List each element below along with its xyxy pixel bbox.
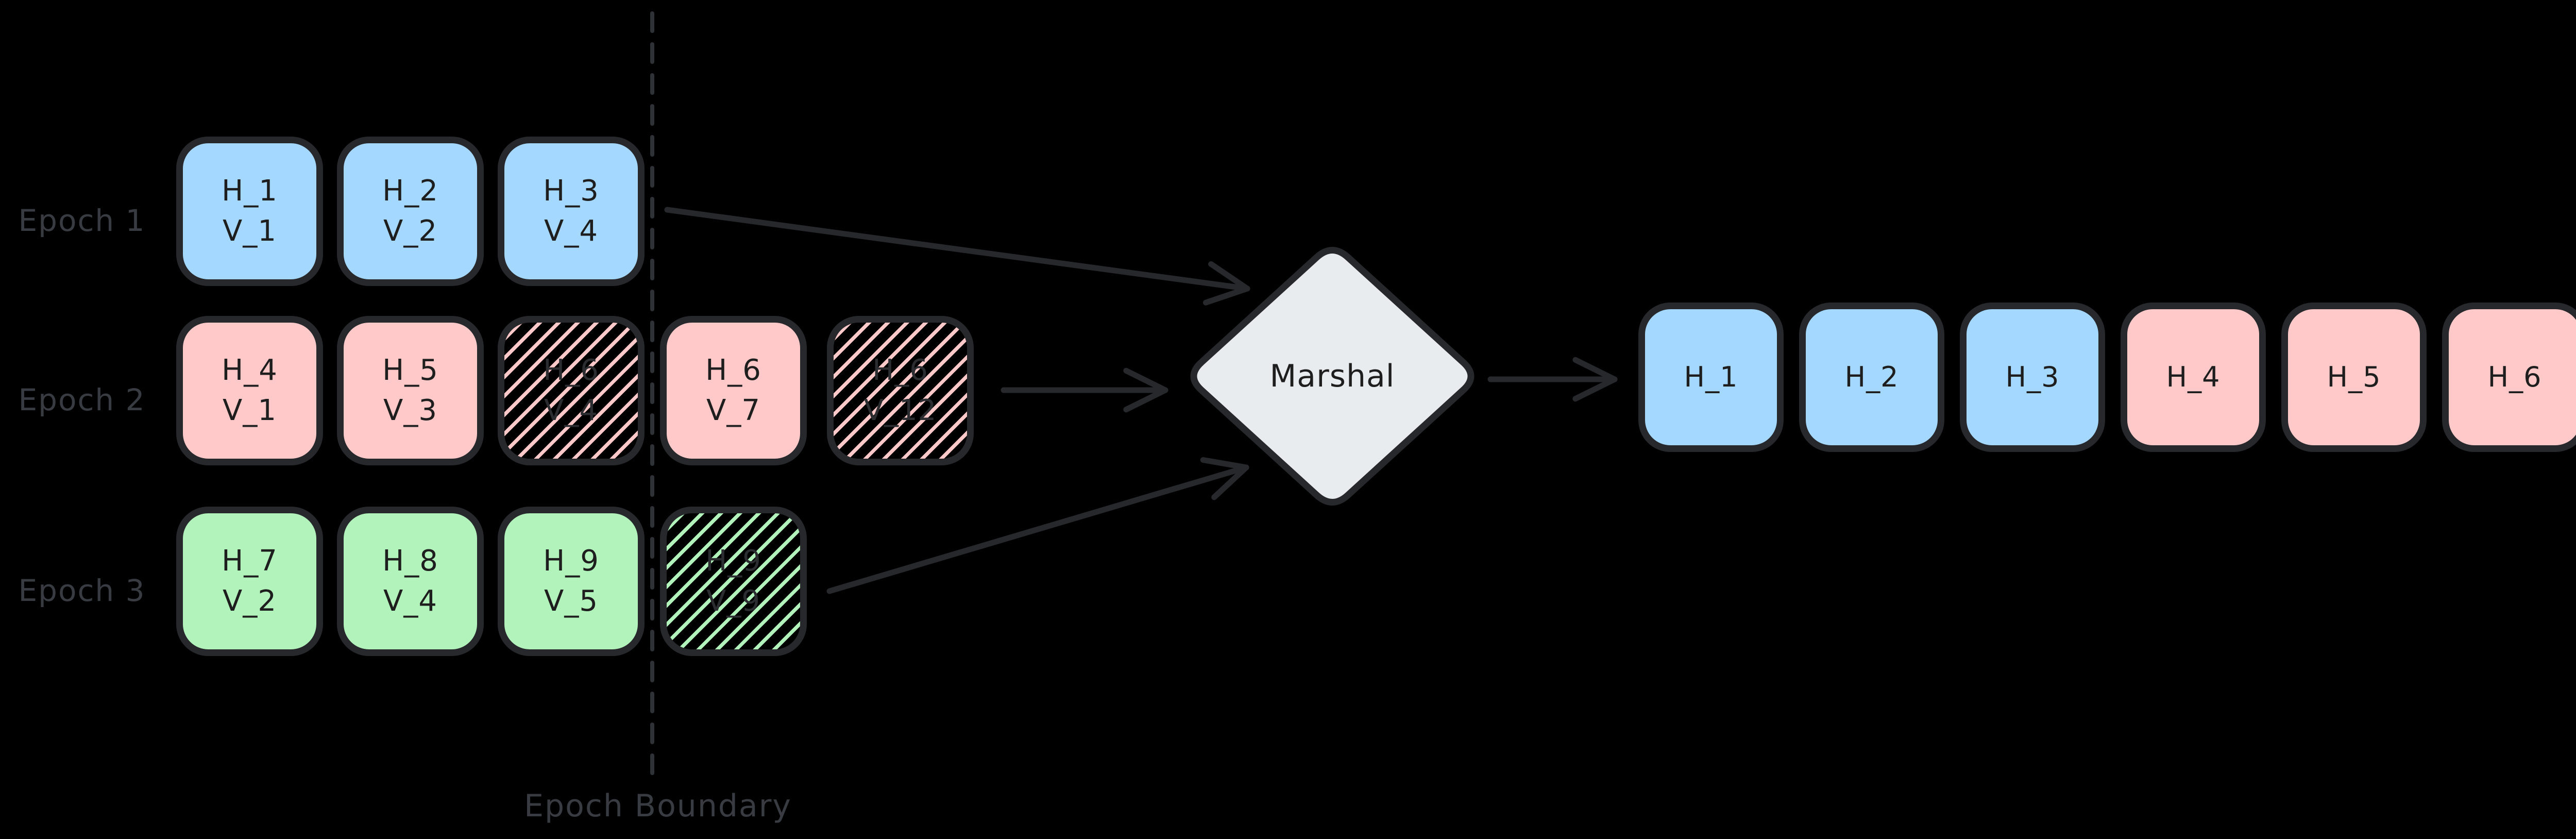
box-line-h: H_5	[382, 354, 438, 387]
box-line-h: H_1	[222, 174, 278, 208]
output-box: H_2	[1799, 303, 1944, 452]
output-box-label: H_4	[2166, 361, 2221, 393]
epoch-boundary-label: Epoch Boundary	[524, 788, 792, 824]
output-box: H_4	[2121, 303, 2266, 452]
arrow-epoch2-to-marshal-head-0	[1123, 367, 1168, 393]
epoch-row-label: Epoch 2	[18, 382, 146, 417]
epoch-row-label: Epoch 1	[18, 203, 146, 238]
arrow-epoch3-to-marshal-head-0	[1200, 457, 1249, 471]
box-line-v: V_5	[544, 584, 598, 618]
arrow-epoch1-to-marshal-head-0	[1208, 261, 1250, 292]
arrow-marshal-to-output-head-1	[1572, 376, 1618, 402]
box-line-v: V_4	[544, 394, 598, 427]
box-line-h: H_9	[705, 544, 761, 578]
output-box-label: H_1	[1684, 361, 1738, 393]
marshal-node-label: Marshal	[1269, 358, 1395, 394]
box-line-v: V_12	[863, 394, 937, 427]
output-box-label: H_5	[2327, 361, 2381, 393]
box-line-h: H_6	[872, 354, 928, 387]
box-line-h: H_6	[543, 354, 599, 387]
arrow-epoch1-to-marshal-shaft	[664, 207, 1250, 292]
arrow-epoch2-to-marshal-head-1	[1123, 387, 1168, 413]
box-line-h: H_6	[705, 354, 761, 387]
box-line-h: H_2	[382, 174, 438, 208]
box-line-v: V_2	[383, 214, 437, 248]
output-box-label: H_2	[1844, 361, 1899, 393]
marshal-diamond	[1190, 247, 1475, 506]
arrow-epoch3-to-marshal-head-1	[1211, 464, 1249, 500]
arrow-marshal-to-output	[1487, 357, 1618, 402]
arrow-epoch1-to-marshal-head-1	[1202, 286, 1250, 306]
box-line-v: V_1	[223, 214, 277, 248]
box-line-h: H_8	[382, 544, 438, 578]
box-line-v: V_9	[706, 584, 760, 618]
box-line-v: V_7	[706, 394, 760, 427]
box-line-h: H_9	[543, 544, 599, 578]
box-line-v: V_4	[383, 584, 437, 618]
box-line-h: H_4	[222, 354, 278, 387]
arrow-epoch3-to-marshal	[826, 457, 1249, 594]
arrow-epoch2-to-marshal	[1001, 367, 1168, 413]
epoch-row-label: Epoch 3	[18, 573, 146, 608]
output-box-label: H_3	[2005, 361, 2060, 393]
output-box: H_6	[2442, 303, 2576, 452]
box-line-h: H_7	[222, 544, 278, 578]
box-line-v: V_1	[223, 394, 277, 427]
box-line-h: H_3	[543, 174, 599, 208]
box-line-v: V_4	[544, 214, 598, 248]
arrow-epoch3-to-marshal-shaft	[826, 464, 1249, 594]
box-line-v: V_2	[223, 584, 277, 618]
box-line-v: V_3	[383, 394, 437, 427]
output-box: H_1	[1638, 303, 1784, 452]
output-box: H_3	[1960, 303, 2105, 452]
output-box: H_5	[2281, 303, 2427, 452]
output-box-label: H_6	[2487, 361, 2542, 393]
arrow-marshal-to-output-head-0	[1572, 357, 1618, 382]
arrow-epoch1-to-marshal	[664, 207, 1250, 306]
